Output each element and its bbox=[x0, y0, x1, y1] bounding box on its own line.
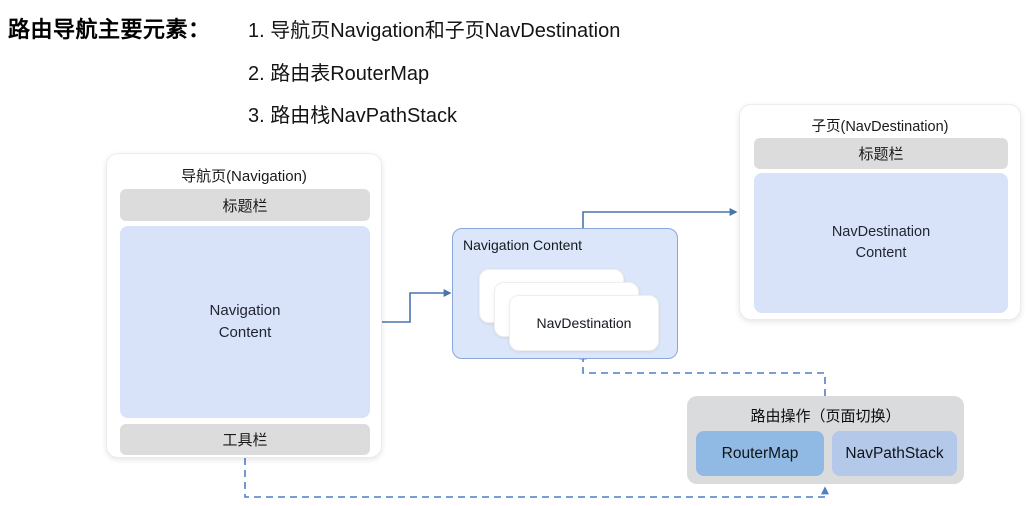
nav-destination-page-box: 子页(NavDestination) 标题栏 NavDestination Co… bbox=[739, 104, 1021, 320]
navigation-content-panel: Navigation Content bbox=[120, 226, 370, 418]
legend-item-3: 3. 路由栈NavPathStack bbox=[248, 105, 457, 127]
nav-destination-card-front: NavDestination bbox=[509, 295, 659, 351]
navigation-page-box: 导航页(Navigation) 标题栏 Navigation Content 工… bbox=[106, 153, 382, 458]
nav-destination-title-bar: 标题栏 bbox=[754, 138, 1008, 169]
route-operations-box: 路由操作（页面切换） RouterMap NavPathStack bbox=[687, 396, 964, 484]
nav-destination-page-title: 子页(NavDestination) bbox=[811, 119, 949, 135]
navigation-content-box: Navigation Content NavDestination bbox=[452, 228, 678, 359]
legend-item-2: 2. 路由表RouterMap bbox=[248, 63, 430, 85]
navigation-title-bar: 标题栏 bbox=[120, 189, 370, 221]
nav-path-stack-chip: NavPathStack bbox=[832, 431, 957, 476]
router-map-chip: RouterMap bbox=[696, 431, 824, 476]
navigation-content-label: Navigation Content bbox=[463, 237, 583, 253]
route-operations-title: 路由操作（页面切换） bbox=[750, 408, 901, 425]
page-title: 路由导航主要元素： bbox=[8, 17, 211, 42]
legend-item-1: 1. 导航页Navigation和子页NavDestination bbox=[248, 20, 621, 42]
connector-routeops-to-navdestination-dashed bbox=[579, 351, 826, 396]
nav-destination-content-panel: NavDestination Content bbox=[754, 173, 1008, 313]
navigation-page-title: 导航页(Navigation) bbox=[181, 168, 307, 185]
navigation-toolbar: 工具栏 bbox=[120, 424, 370, 455]
connector-navigation-to-content bbox=[382, 289, 452, 323]
